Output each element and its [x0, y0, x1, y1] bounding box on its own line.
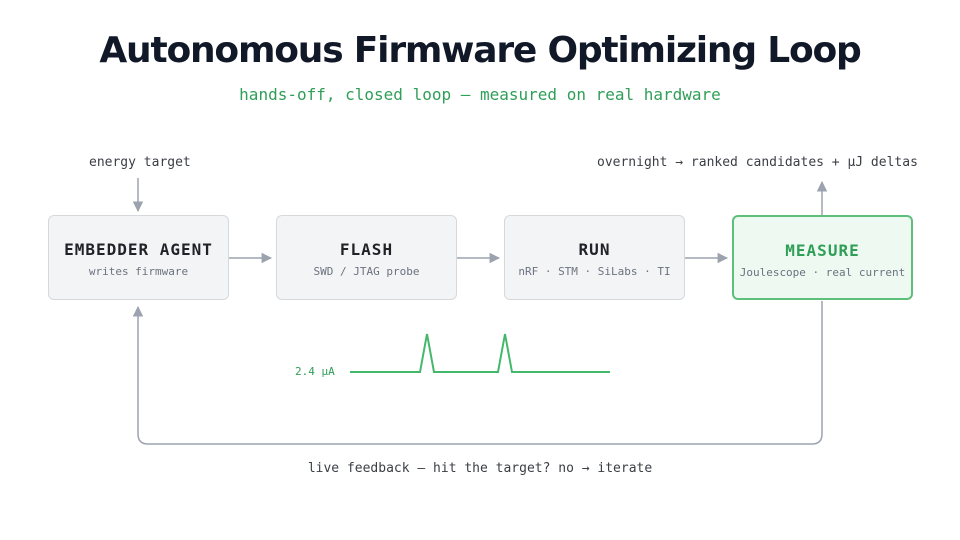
feedback-label: live feedback — hit the target? no → ite…	[307, 461, 653, 476]
step-subtitle: nRF · STM · SiLabs · TI	[518, 265, 671, 278]
step-flash: FLASH SWD / JTAG probe	[276, 215, 457, 300]
step-subtitle: writes firmware	[88, 265, 189, 278]
page-subtitle: hands-off, closed loop — measured on rea…	[239, 85, 721, 104]
baseline-current-label: 2.4 μA	[295, 365, 335, 378]
step-title: RUN	[578, 240, 611, 259]
feedback-loop-arrow	[132, 301, 823, 445]
step-subtitle: SWD / JTAG probe	[313, 265, 420, 278]
output-label: overnight → ranked candidates + μJ delta…	[597, 155, 918, 170]
step-subtitle: Joulescope · real current	[739, 266, 906, 279]
step-title: MEASURE	[785, 241, 860, 260]
step-title: EMBEDDER AGENT	[64, 240, 213, 259]
input-label: energy target	[89, 155, 191, 170]
step-measure: MEASURE Joulescope · real current	[732, 215, 913, 300]
step-title: FLASH	[339, 240, 394, 259]
step-run: RUN nRF · STM · SiLabs · TI	[504, 215, 685, 300]
current-waveform	[350, 333, 610, 373]
step-embedder-agent: EMBEDDER AGENT writes firmware	[48, 215, 229, 300]
page-title: Autonomous Firmware Optimizing Loop	[99, 30, 861, 71]
